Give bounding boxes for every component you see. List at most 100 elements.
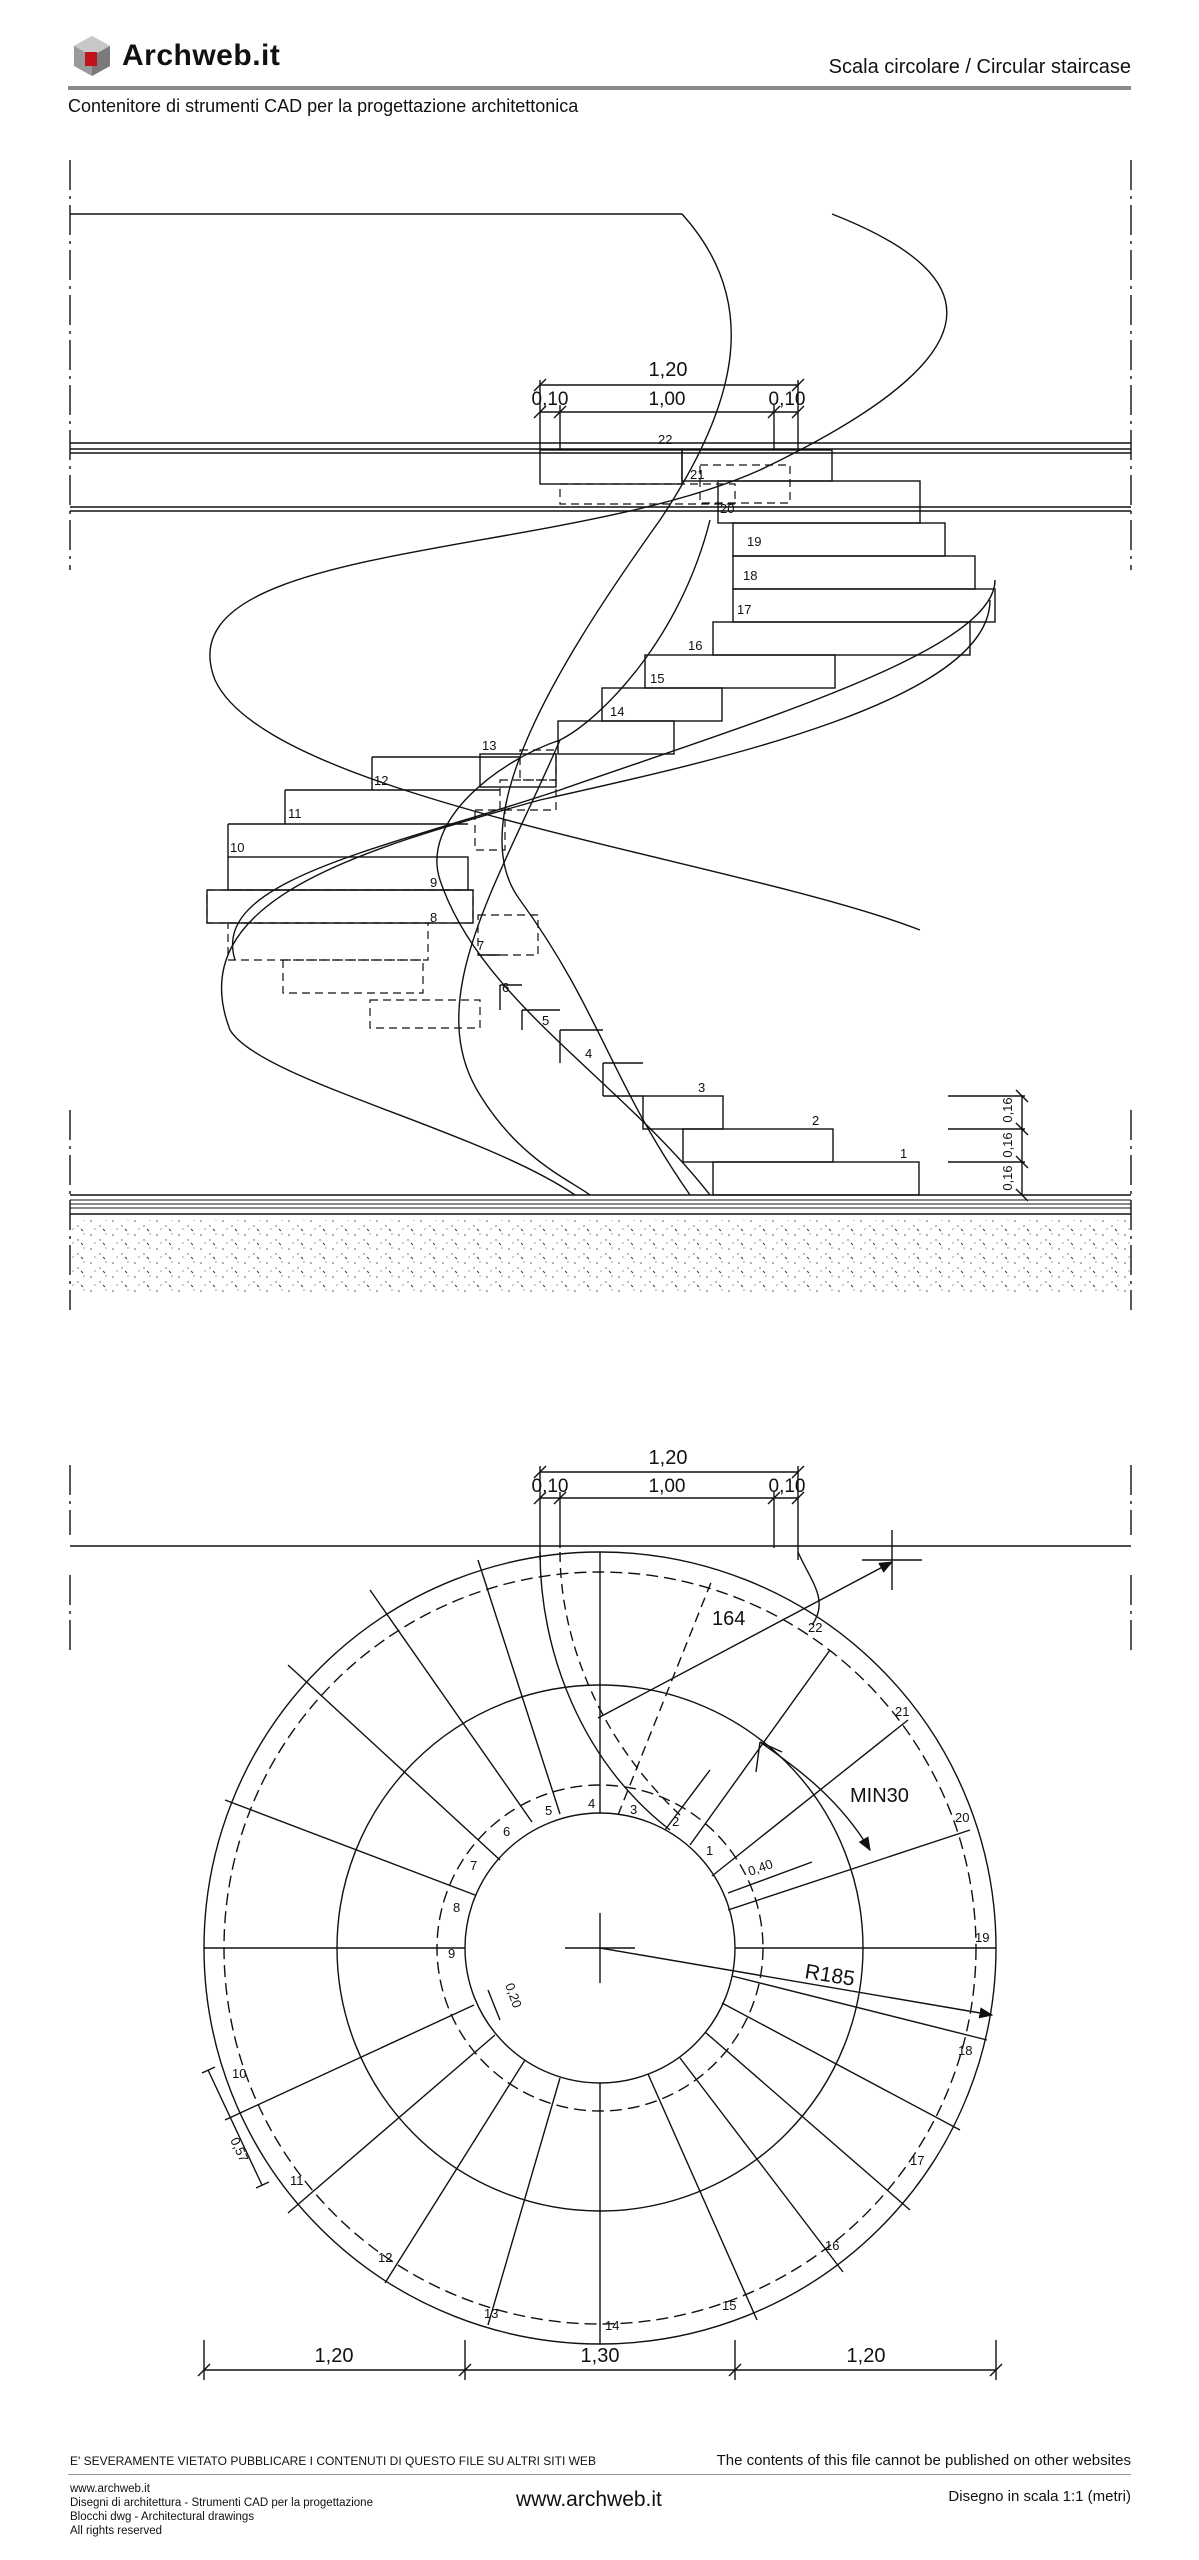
riser-1: 0,16 [1000, 1097, 1015, 1122]
tread-lines [204, 1552, 996, 2344]
plan-step-10: 10 [232, 2066, 246, 2081]
plan-dim-b2: 1,30 [581, 2345, 620, 2367]
plan-step-11: 11 [290, 2173, 304, 2188]
plan-dim-total: 1,20 [649, 1447, 688, 1469]
elev-step-11: 11 [288, 806, 302, 821]
elevation-top-dimension [533, 378, 805, 450]
elev-step-19: 19 [747, 534, 761, 549]
elev-step-2: 2 [812, 1113, 819, 1128]
tread-outer-label: 0,57 [227, 2135, 251, 2164]
elev-step-15: 15 [650, 671, 664, 686]
footer-warning-it: E' SEVERAMENTE VIETATO PUBBLICARE I CONT… [70, 2454, 596, 2468]
plan-dim-mid: 1,00 [649, 1476, 686, 1497]
archweb-logo[interactable]: Archweb.it [70, 34, 280, 78]
plan-view [69, 1465, 1132, 2380]
elev-step-1: 1 [900, 1146, 907, 1161]
hidden-steps [206, 464, 791, 1029]
plan-step-21: 21 [895, 1704, 909, 1719]
tread-mid-label: 0,40 [746, 1856, 775, 1879]
elev-dim-right: 0,10 [769, 389, 806, 410]
plan-step-8: 8 [453, 1900, 460, 1915]
plan-step-15: 15 [722, 2298, 736, 2313]
elev-step-13: 13 [482, 738, 496, 753]
drawing-title: Scala circolare / Circular staircase [828, 56, 1131, 78]
stringer-curves [209, 213, 996, 1196]
plan-step-13: 13 [484, 2306, 498, 2321]
elev-step-16: 16 [688, 638, 702, 653]
archweb-cube-icon [74, 36, 110, 76]
riser-2: 0,16 [1000, 1132, 1015, 1157]
elev-step-8: 8 [430, 910, 437, 925]
landing-curve [539, 1551, 671, 1831]
landing-curve-right [797, 1551, 820, 1626]
elev-step-5: 5 [542, 1013, 549, 1028]
elev-dim-mid: 1,00 [649, 389, 686, 410]
elev-step-22: 22 [658, 432, 672, 447]
elev-step-7: 7 [477, 938, 484, 953]
plan-step-6: 6 [503, 1824, 510, 1839]
riser-3: 0,16 [1000, 1165, 1015, 1190]
plan-step-7: 7 [470, 1858, 477, 1873]
ground [70, 1194, 1131, 1292]
plan-step-19: 19 [975, 1930, 989, 1945]
plan-dim-right: 0,10 [769, 1476, 806, 1497]
plan-step-14: 14 [605, 2318, 619, 2333]
footer-website-link[interactable]: www.archweb.it [516, 2488, 662, 2511]
elev-step-10: 10 [230, 840, 244, 855]
footer-credits: www.archweb.it Disegni di architettura -… [70, 2482, 373, 2538]
elev-step-3: 3 [698, 1080, 705, 1095]
plan-dim-b3: 1,20 [847, 2345, 886, 2367]
logo-text: Archweb.it [122, 39, 281, 72]
riser-dimension [948, 1089, 1029, 1202]
elev-step-12: 12 [374, 773, 388, 788]
headroom-label: 164 [712, 1608, 745, 1630]
radius-label: R185 [803, 1960, 856, 1991]
plan-bottom-dimension [197, 2340, 1003, 2380]
plan-section-lines [69, 1465, 1132, 1650]
footer-line-1[interactable]: www.archweb.it [70, 2483, 150, 2495]
elev-step-17: 17 [737, 602, 751, 617]
plan-step-18: 18 [958, 2043, 972, 2058]
plan-step-20: 20 [955, 1810, 969, 1825]
landing-curve-inner [559, 1551, 681, 1816]
elev-step-21: 21 [690, 467, 704, 482]
plan-dim-left: 0,10 [532, 1476, 569, 1497]
headroom-line [597, 1561, 894, 1719]
plan-text: 1,20 0,10 1,00 0,10 1,20 1,30 1,20 164 M… [227, 1447, 989, 2367]
subtitle: Contenitore di strumenti CAD per la prog… [68, 96, 579, 116]
plan-step-1: 1 [706, 1843, 713, 1858]
elev-step-18: 18 [743, 568, 757, 583]
floor-slab [70, 442, 1131, 512]
min-label: MIN30 [850, 1785, 909, 1807]
footer-divider [68, 2474, 1131, 2475]
radius-line [599, 1947, 994, 2019]
elevation-text: 1,20 0,10 1,00 0,10 0,16 0,16 0,16 1 2 3… [230, 359, 1015, 1191]
plan-step-9: 9 [448, 1946, 455, 1961]
plan-step-4: 4 [588, 1796, 595, 1811]
footer-line-3: Blocchi dwg - Architectural drawings [70, 2511, 255, 2523]
elev-dim-left: 0,10 [532, 389, 569, 410]
plan-step-12: 12 [378, 2250, 392, 2265]
elev-step-14: 14 [610, 704, 624, 719]
section-lines [69, 160, 1132, 1310]
min-arc [759, 1741, 871, 1852]
footer-scale: Disegno in scala 1:1 (metri) [948, 2488, 1131, 2505]
header-divider [68, 86, 1131, 90]
elev-step-4: 4 [585, 1046, 592, 1061]
elev-step-9: 9 [430, 875, 437, 890]
plan-step-5: 5 [545, 1803, 552, 1818]
elev-step-20: 20 [720, 501, 734, 516]
plan-step-17: 17 [910, 2153, 924, 2168]
plan-step-16: 16 [825, 2238, 839, 2253]
elev-step-6: 6 [502, 980, 509, 995]
plan-top-dimension [533, 1465, 805, 1548]
footer-line-4: All rights reserved [70, 2525, 163, 2537]
plan-step-3: 3 [630, 1802, 637, 1817]
elevation-steps [206, 449, 996, 1196]
elevation-view [69, 160, 1132, 1310]
footer-warning-en: The contents of this file cannot be publ… [716, 2452, 1131, 2469]
plan-step-2: 2 [672, 1814, 679, 1829]
plan-step-22: 22 [808, 1620, 822, 1635]
footer-line-2: Disegni di architettura - Strumenti CAD … [70, 2497, 373, 2509]
